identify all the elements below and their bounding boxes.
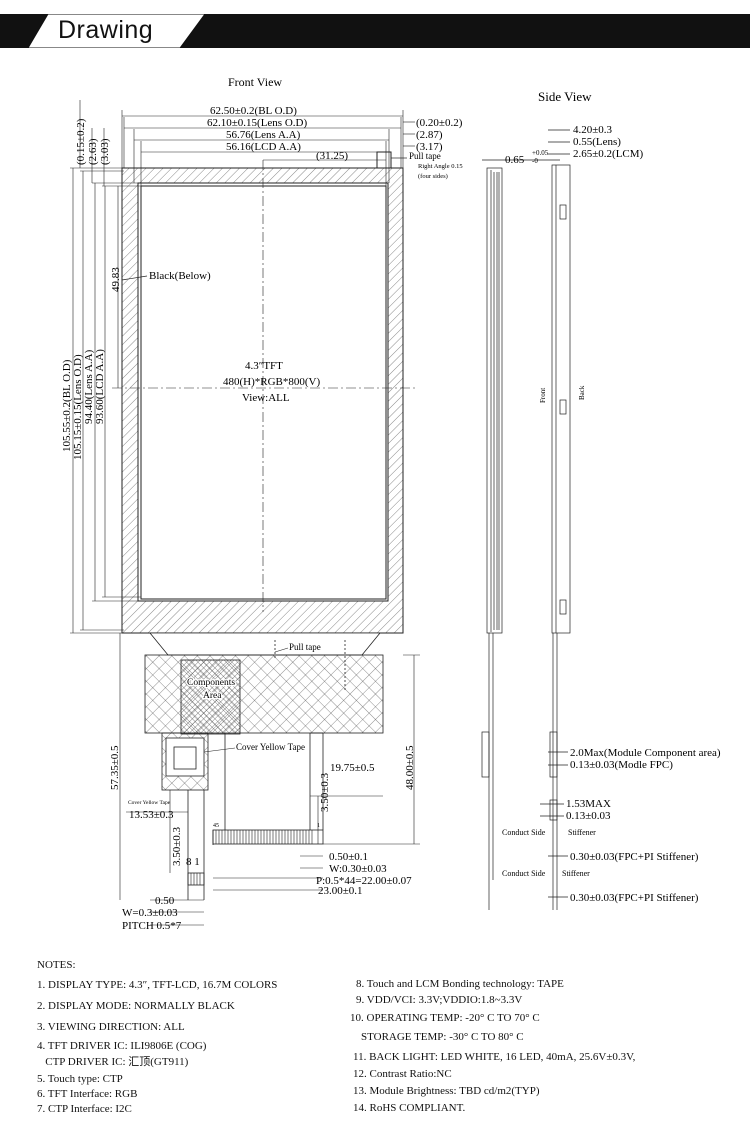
- note-3: 3. VIEWING DIRECTION: ALL: [37, 1021, 185, 1033]
- pin-1-label: 1: [317, 823, 320, 829]
- note-1: 1. DISPLAY TYPE: 4.3″, TFT-LCD, 16.7M CO…: [37, 979, 278, 991]
- side-view-title: Side View: [538, 89, 592, 104]
- note-11: 11. BACK LIGHT: LED WHITE, 16 LED, 40mA,…: [353, 1051, 636, 1063]
- side-dim-modle-fpc: 0.13±0.03(Modle FPC): [570, 759, 673, 771]
- dim-height-lcd-aa: 93.60(LCD A.A): [94, 349, 106, 424]
- front-panel: [112, 151, 418, 634]
- dim-pad-width: W:0.30±0.03: [329, 863, 387, 875]
- side-dim-013: 0.13±0.03: [566, 810, 611, 822]
- side-gap-tol-up: +0.05: [532, 149, 549, 157]
- dim-fpc-offset: 19.75±0.5: [330, 762, 375, 774]
- dim-top-lcd-aa: 56.16(LCD A.A): [226, 141, 301, 153]
- note-4: 4. TFT DRIVER IC: ILI9806E (COG): [37, 1040, 207, 1052]
- pin-45-label: 45: [213, 823, 219, 829]
- note-4b: CTP DRIVER IC: 汇顶(GT911): [37, 1056, 189, 1068]
- stiffener-label-1: Stiffener: [568, 828, 596, 837]
- dim-height-lens-aa: 94.40(Lens A.A): [83, 349, 95, 424]
- front-view-title: Front View: [228, 75, 282, 89]
- dim-top-bl: 62.50±0.2(BL O.D): [210, 105, 297, 117]
- black-below-label: Black(Below): [149, 270, 211, 282]
- side-dim-153max: 1.53MAX: [566, 798, 611, 810]
- dim-half-height: 49.83: [110, 267, 122, 292]
- dim-ctp-width: W=0.3±0.03: [122, 907, 178, 919]
- side-dim-lens: 0.55(Lens): [573, 136, 621, 148]
- note-2: 2. DISPLAY MODE: NORMALLY BLACK: [37, 1000, 235, 1012]
- dim-height-lens-od: 105.15±0.15(Lens O.D): [72, 354, 84, 460]
- note-7: 7. CTP Interface: I2C: [37, 1103, 132, 1115]
- conduct-side-label-2: Conduct Side: [502, 869, 546, 878]
- dim-right-020: (0.20±0.2): [416, 117, 463, 129]
- dim-fpc-350: 3.50±0.3: [319, 772, 331, 812]
- side-dim-stiffener-2: 0.30±0.03(FPC+PI Stiffener): [570, 892, 699, 904]
- fpc-assembly: [144, 632, 384, 900]
- note-10b: STORAGE TEMP: -30° C TO 80° C: [350, 1031, 524, 1043]
- dim-top-lens-aa: 56.76(Lens A.A): [226, 129, 301, 141]
- conduct-side-label-1: Conduct Side: [502, 828, 546, 837]
- dim-ctp-pitch: PITCH 0.5*7: [122, 920, 182, 932]
- side-gap-tol-dn: -0: [532, 157, 538, 165]
- fpc-contacts: [190, 830, 313, 885]
- dim-left-015: (0.15±0.2): [75, 118, 87, 165]
- side-view-front: [481, 159, 560, 910]
- title-tab: [0, 14, 205, 48]
- dim-right-287: (2.87): [416, 129, 443, 141]
- components-label-halo: Components: [187, 678, 235, 688]
- side-dim-total: 4.20±0.3: [573, 124, 613, 136]
- note-8: 8. Touch and LCM Bonding technology: TAP…: [356, 978, 564, 990]
- side-dim-stiffener-1: 0.30±0.03(FPC+PI Stiffener): [570, 851, 699, 863]
- area-label-halo: Area: [203, 691, 222, 701]
- note-10: 10. OPERATING TEMP: -20° C TO 70° C: [350, 1012, 540, 1024]
- panel-label-size: 4.3″TFT: [245, 360, 283, 372]
- note-14: 14. RoHS COMPLIANT.: [353, 1102, 466, 1114]
- dim-pad-pitch: P:0.5*44=22.00±0.07: [316, 875, 412, 887]
- dim-fpc-1353: 13.53±0.3: [129, 809, 174, 821]
- pull-tape-top-label: Pull tape: [409, 151, 441, 161]
- dim-fpc-length: 57.35±0.5: [109, 745, 121, 790]
- notes-heading: NOTES:: [37, 959, 76, 971]
- dim-top-half: (31.25): [316, 150, 348, 162]
- dim-ctp-050: 0.50: [155, 895, 175, 907]
- dim-fpc-350b: 3.50±0.3: [171, 826, 183, 866]
- right-angle-label: Right Angle 0.15: [418, 163, 463, 170]
- components-label: Components: [187, 678, 235, 688]
- back-side-label: Back: [578, 385, 586, 400]
- pin-8-1-label: 8 1: [186, 856, 200, 868]
- area-label: Area: [203, 691, 222, 701]
- dim-left-303: (3.03): [99, 138, 111, 165]
- dim-fpc-right: 48.00±0.5: [404, 745, 416, 790]
- pull-tape-fpc-label: Pull tape: [289, 642, 321, 652]
- note-12: 12. Contrast Ratio:NC: [353, 1068, 452, 1080]
- cover-yellow-tape-label: Cover Yellow Tape: [236, 742, 305, 752]
- side-view-back: [540, 129, 571, 910]
- dim-right-317: (3.17): [416, 141, 443, 153]
- dim-height-bl: 105.55±0.2(BL O.D): [61, 359, 73, 452]
- front-side-label: Front: [539, 388, 547, 403]
- dim-pad-total: 23.00±0.1: [318, 885, 363, 897]
- side-gap-label: 0.65: [505, 154, 525, 166]
- side-dim-lcm: 2.65±0.2(LCM): [573, 148, 644, 160]
- cover-yellow-tape-small-label: Cover Yellow Tape: [128, 800, 171, 806]
- note-6: 6. TFT Interface: RGB: [37, 1088, 138, 1100]
- note-5: 5. Touch type: CTP: [37, 1073, 123, 1085]
- note-13: 13. Module Brightness: TBD cd/m2(TYP): [353, 1085, 540, 1097]
- note-9: 9. VDD/VCI: 3.3V;VDDIO:1.8~3.3V: [356, 994, 523, 1006]
- dim-pad-050: 0.50±0.1: [329, 851, 368, 863]
- page-title: Drawing: [58, 16, 154, 44]
- side-dim-component: 2.0Max(Module Component area): [570, 747, 721, 759]
- panel-label-resolution: 480(H)*RGB*800(V): [223, 376, 320, 388]
- stiffener-label-2: Stiffener: [562, 869, 590, 878]
- panel-label-view: View:ALL: [242, 392, 290, 404]
- dim-left-263: (2.63): [87, 138, 99, 165]
- dim-top-lens-od: 62.10±0.15(Lens O.D): [207, 117, 307, 129]
- four-sides-label: (four sides): [418, 173, 448, 180]
